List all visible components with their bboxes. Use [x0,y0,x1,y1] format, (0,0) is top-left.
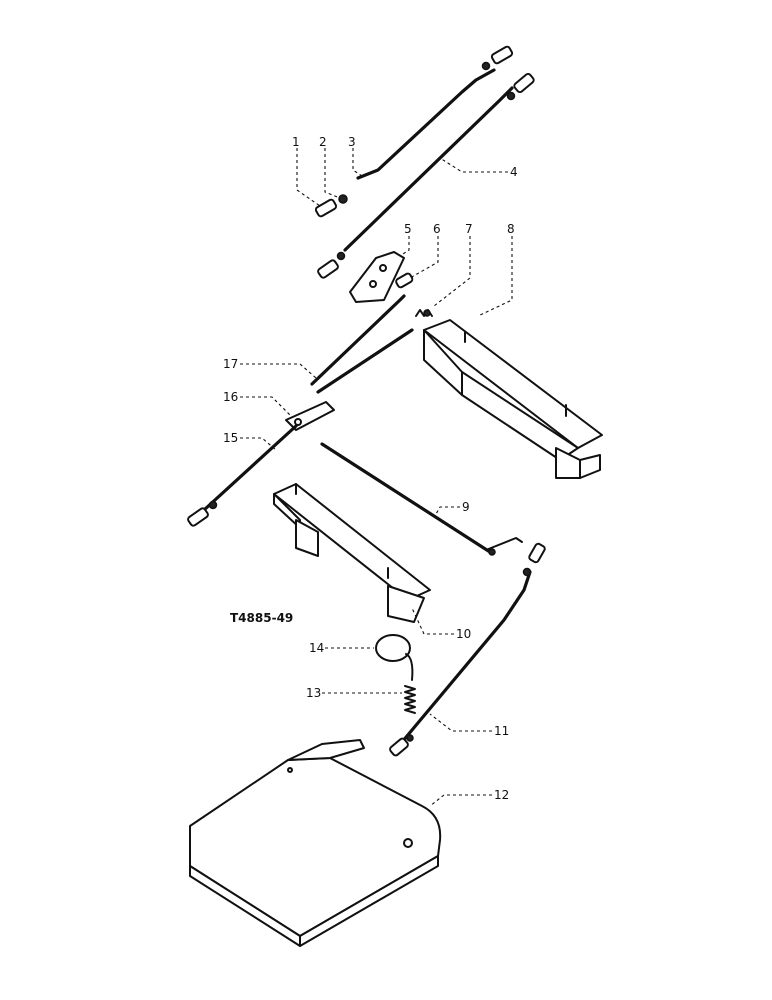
spring-part-7 [415,309,433,317]
spring-part-13 [404,685,416,714]
callout-16: 16 [223,390,238,404]
clevis-top-a [481,45,514,71]
callout-4: 4 [510,165,518,179]
callout-8: 8 [507,222,515,236]
channel-bracket-part-10 [273,483,431,623]
callout-10: 10 [456,627,471,641]
callout-5: 5 [404,222,412,236]
rod-part-11 [400,570,532,744]
clevis-top-b [506,72,535,101]
callout-9: 9 [462,500,470,514]
clevis-rod15-lower [187,500,218,527]
callout-1: 1 [292,135,300,149]
lever-part-16 [285,401,335,431]
callout-14: 14 [309,641,324,655]
leader-lines [240,148,513,807]
clevis-rod11-top [522,542,546,577]
pin-part-6 [395,272,414,289]
shaft-part-9 [320,442,523,556]
rod-3 [356,68,496,180]
callout-6: 6 [433,222,441,236]
clevis-rod4-lower [317,251,346,279]
callout-labels: 1 2 3 4 5 6 7 8 9 10 11 12 13 14 15 16 1… [223,135,518,802]
plate-part-12 [189,739,442,947]
channel-bracket-part-8 [423,319,603,479]
callout-13: 13 [306,686,321,700]
callout-3: 3 [348,135,356,149]
rod-part-17 [310,294,414,394]
rod-4 [343,86,514,252]
callout-2: 2 [319,135,327,149]
callout-7: 7 [465,222,473,236]
callout-17: 17 [223,357,238,371]
callout-11: 11 [494,724,509,738]
knob-part-14 [375,634,414,681]
bracket-part-5 [349,251,405,303]
rod-part-15 [202,424,298,512]
locknut-part-2 [338,194,348,204]
callout-12: 12 [494,788,509,802]
figure-code: T4885-49 [230,611,293,625]
clevis-part-1 [314,198,338,218]
callout-15: 15 [223,431,238,445]
clevis-rod11-lower [389,734,414,757]
